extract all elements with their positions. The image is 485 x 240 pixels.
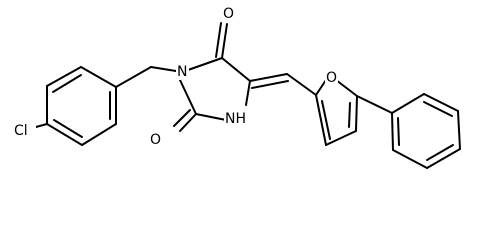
hydantoin-ring (179, 57, 251, 121)
structure-diagram: Cl N O O NH O (14, 5, 461, 169)
imide-nitrogen-label: N (177, 64, 187, 80)
phenyl-ring (391, 93, 461, 169)
amine-nh-label: NH (225, 111, 246, 127)
carbonyl-bonds (173, 22, 228, 132)
chlorophenyl-ring (46, 66, 117, 146)
furan-oxygen-label: O (326, 70, 337, 86)
atom-labels: Cl N O O NH O (14, 5, 338, 148)
chlorine-label: Cl (14, 123, 28, 139)
carbonyl-oxygen-top-label: O (223, 6, 234, 22)
carbonyl-oxygen-left-label: O (150, 132, 161, 148)
methylidene-bridge (249, 73, 317, 96)
molecule-svg: Cl N O O NH O (14, 5, 461, 169)
benzyl-linker (115, 66, 177, 88)
furan-ring (315, 79, 358, 146)
furan-phenyl-bond (356, 95, 393, 114)
